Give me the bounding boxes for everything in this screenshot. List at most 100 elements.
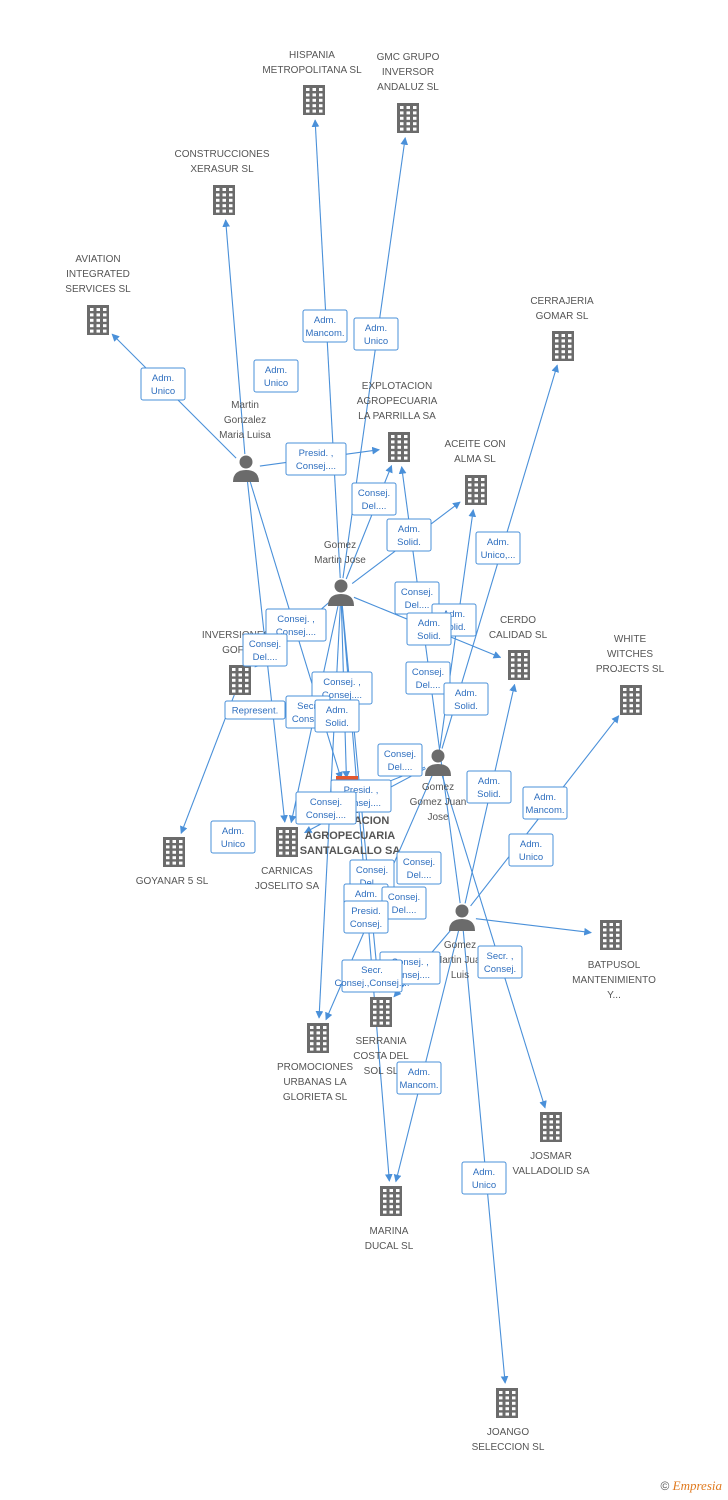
edge-label-2[interactable]: Adm.Unico xyxy=(253,359,299,393)
edge-label-18[interactable]: Adm.Solid. xyxy=(314,699,360,733)
building-icon xyxy=(600,920,622,950)
edge-label-26[interactable]: Consej.Del.... xyxy=(396,851,442,885)
edge-label-1[interactable]: Adm.Unico xyxy=(353,317,399,351)
edge-gmj-hispania xyxy=(311,119,341,579)
edge-label-33[interactable]: Secr.Consej.,Consej.... xyxy=(335,959,410,993)
copyright-symbol: © xyxy=(660,1479,670,1493)
edge-gmjl-marina xyxy=(393,930,460,1183)
brand-name: Empresia xyxy=(672,1478,722,1493)
edge-label-23[interactable]: Adm.Mancom. xyxy=(522,786,568,820)
building-icon xyxy=(552,331,574,361)
edge-label-text: Adm.Solid. xyxy=(417,618,441,642)
edge-label-text: Adm.Mancom. xyxy=(525,792,564,816)
building-icon xyxy=(620,685,642,715)
edge-label-12[interactable]: Consej.Del.... xyxy=(242,633,288,667)
edge-label-6[interactable]: Adm.Solid. xyxy=(386,518,432,552)
edge-ggjj-josmar xyxy=(441,775,547,1109)
edge-label-11[interactable]: Consej. ,Consej.... xyxy=(265,608,327,642)
edge-label-4[interactable]: Presid. ,Consej.... xyxy=(285,442,347,476)
edge-label-0[interactable]: Adm.Mancom. xyxy=(302,309,348,343)
edge-label-22[interactable]: Consej.Consej.... xyxy=(295,791,357,825)
edge-label-text: Consej.Del.... xyxy=(403,857,435,881)
edge-label-29[interactable]: Consej.Del.... xyxy=(381,886,427,920)
node-goyanar[interactable]: GOYANAR 5 SL xyxy=(136,837,209,887)
building-icon xyxy=(229,665,251,695)
edge-label-34[interactable]: Adm.Mancom. xyxy=(396,1061,442,1095)
edge-label-text: Presid. ,Consej.... xyxy=(296,448,336,472)
edge-label-text: Adm.Mancom. xyxy=(399,1067,438,1091)
edge-label-text: Adm.Unico xyxy=(151,373,175,397)
building-icon xyxy=(307,1023,329,1053)
edge-label-25[interactable]: Adm.Unico xyxy=(508,833,554,867)
edge-label-31[interactable]: Secr. ,Consej. xyxy=(477,945,523,979)
edge-label-text: Adm.Mancom. xyxy=(305,315,344,339)
edge-label-text: Adm.Solid. xyxy=(442,609,466,633)
building-icon xyxy=(213,185,235,215)
edge-label-text: Consej. ,Consej.... xyxy=(390,957,430,981)
edge-label-10[interactable]: Adm.Solid. xyxy=(406,612,452,646)
edge-label-19[interactable]: Consej.Del.... xyxy=(377,743,423,777)
edge-label-text: Adm.Unico xyxy=(472,1167,496,1191)
edge-gmjl-batpusol xyxy=(475,918,592,936)
person-icon xyxy=(425,749,451,776)
edge-label-text: Consej.Del.... xyxy=(412,667,444,691)
edge-label-24[interactable]: Adm.Unico xyxy=(210,820,256,854)
building-icon xyxy=(465,475,487,505)
building-icon xyxy=(380,1186,402,1216)
edge-label-35[interactable]: Adm.Unico xyxy=(461,1161,507,1195)
building-icon xyxy=(397,103,419,133)
building-icon xyxy=(540,1112,562,1142)
edge-label-text: Consej. ,Consej.... xyxy=(322,677,362,701)
edge-label-16[interactable]: Represent. xyxy=(224,700,286,720)
building-icon xyxy=(388,432,410,462)
person-icon xyxy=(328,579,354,606)
edge-label-7[interactable]: Adm.Unico,... xyxy=(475,531,521,565)
edge-label-20[interactable]: Adm.Solid. xyxy=(466,770,512,804)
edge-label-3[interactable]: Adm.Unico xyxy=(140,367,186,401)
edge-label-30[interactable]: Presid.Consej. xyxy=(343,900,389,934)
edge-label-text: Consej.Del.... xyxy=(388,892,420,916)
edge-label-8[interactable]: Consej.Del.... xyxy=(394,581,440,615)
building-icon xyxy=(508,650,530,680)
edge-label-15[interactable]: Adm.Solid. xyxy=(443,682,489,716)
edge-label-text: Adm.Solid. xyxy=(325,705,349,729)
edge-label-5[interactable]: Consej.Del.... xyxy=(351,482,397,516)
edge-mgml-xerasur xyxy=(222,219,246,455)
edge-label-14[interactable]: Consej.Del.... xyxy=(405,661,451,695)
